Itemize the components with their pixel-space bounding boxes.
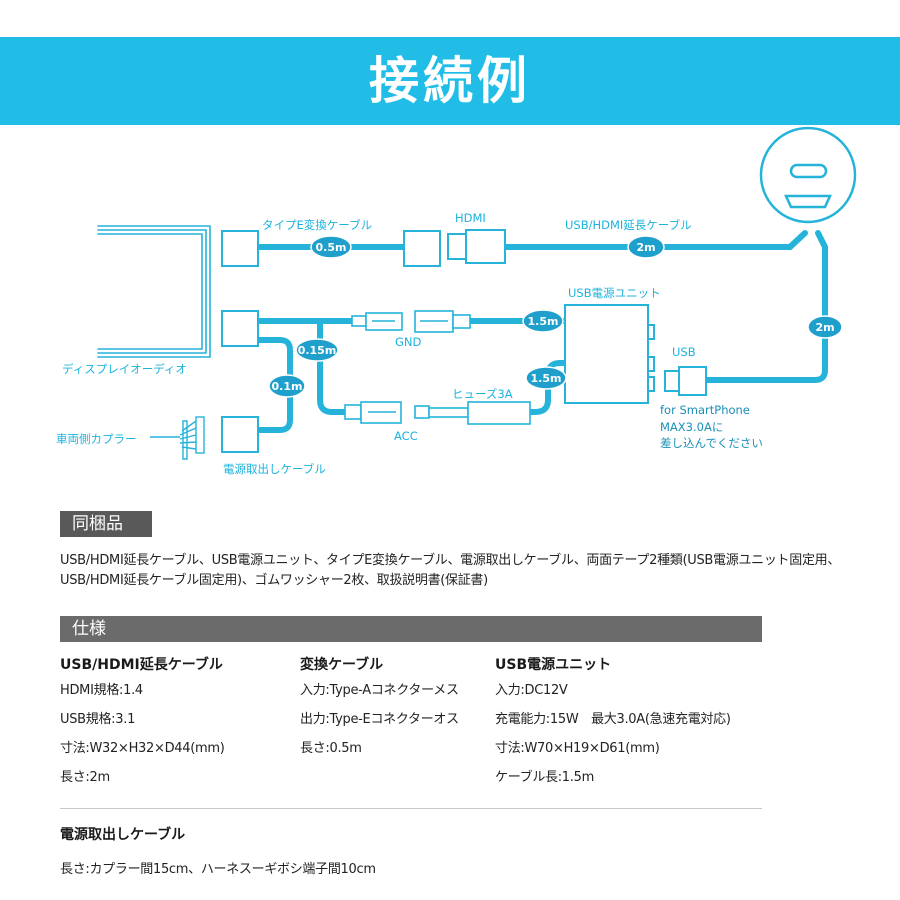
display-power-connector [221,310,259,347]
badge-usb-hdmi-vertical-text: 2m [815,321,834,334]
badge-usb-hdmi-horizontal-text: 2m [636,241,655,254]
specs-heading: 仕様 [60,616,762,642]
branch-015-line [317,318,348,415]
spec-line: USB規格:3.1 [60,712,136,727]
label-power-cable: 電源取出しケーブル [223,462,326,476]
type-e-connector-display [221,230,259,267]
fuse-holder-icon [467,401,531,425]
diagram-drawing: 0.5m 2m 2m 1.5m 1.5m 0.15m [97,126,857,460]
spec-column-title: USB電源ユニット [495,657,612,673]
label-smartphone-2: MAX3.0Aに [660,420,724,434]
display-audio-icon [97,225,211,358]
spec-line: 長さ:0.5m [300,741,362,756]
label-smartphone-3: 差し込んでください [660,436,763,450]
badge-fuse-text: 1.5m [531,372,562,385]
badge-type-e-text: 0.5m [316,241,347,254]
badge-branch-015-text: 0.15m [298,344,337,357]
gnd-connector-icon [351,310,471,333]
badge-type-e: 0.5m [310,235,352,259]
label-type-e-cable: タイプE変換ケーブル [262,218,373,232]
spec-divider [60,808,762,809]
type-e-connector-end [403,230,441,267]
spec-line: 出力:Type-Eコネクターオス [300,712,459,727]
spec-line: 寸法:W32×H32×D44(mm) [60,741,225,756]
badge-usb-hdmi-horizontal: 2m [627,235,665,259]
badge-branch-01-text: 0.1m [272,380,303,393]
label-hdmi: HDMI [455,211,486,225]
spec-line: 充電能力:15W 最大3.0A(急速充電対応) [495,712,731,727]
spec-column-conversion-cable: 変換ケーブル 入力:Type-Aコネクターメス 出力:Type-Eコネクターオス… [300,654,459,763]
badge-usb-hdmi-vertical: 2m [807,315,843,339]
spec-column-title: 変換ケーブル [300,657,384,673]
badge-gnd: 1.5m [522,309,564,333]
vehicle-coupler-icon [150,416,205,460]
title-banner [0,37,900,125]
spec-line: 入力:DC12V [495,683,568,698]
spec-line: 寸法:W70×H19×D61(mm) [495,741,660,756]
connection-diagram: 0.5m 2m 2m 1.5m 1.5m 0.15m [0,125,900,490]
spec-line: 入力:Type-Aコネクターメス [300,683,459,698]
coupler-connector [221,416,259,453]
label-usb-power-unit: USB電源ユニット [568,286,661,300]
label-display-audio: ディスプレイオーディオ [62,362,187,376]
label-fuse: ヒューズ3A [452,387,513,401]
power-cable-spec-title: 電源取出しケーブル [60,827,186,843]
label-usb: USB [672,345,696,359]
label-acc: ACC [394,429,418,443]
included-heading: 同梱品 [60,511,152,537]
usb-plug-icon [664,366,707,396]
power-cable-spec-text: 長さ:カプラー間15cm、ハーネスーギボシ端子間10cm [60,862,376,877]
included-items-text: USB/HDMI延長ケーブル、USB電源ユニット、タイプE変換ケーブル、電源取出… [60,553,841,588]
spec-column-usb-power-unit: USB電源ユニット 入力:DC12V 充電能力:15W 最大3.0A(急速充電対… [495,654,731,792]
spec-line: HDMI規格:1.4 [60,683,143,698]
spec-line: 長さ:2m [60,770,110,785]
label-smartphone-1: for SmartPhone [660,403,750,417]
spec-column-usb-hdmi: USB/HDMI延長ケーブル HDMI規格:1.4 USB規格:3.1 寸法:W… [60,654,225,792]
usb-hdmi-vertical-line [702,230,828,383]
smartphone-usb-port-icon [759,126,857,224]
badge-gnd-text: 1.5m [528,315,559,328]
badge-branch-01: 0.1m [268,374,306,398]
label-vehicle-coupler: 車両側カプラー [56,432,137,446]
badge-branch-015: 0.15m [295,338,339,362]
usb-power-unit-box [564,304,649,404]
label-usb-hdmi-cable: USB/HDMI延長ケーブル [565,218,692,232]
spec-column-title: USB/HDMI延長ケーブル [60,657,223,673]
hdmi-plug-icon [447,229,506,264]
spec-line: ケーブル長:1.5m [495,770,594,785]
acc-connector-icon [344,401,469,424]
page-title: 接続例 [369,52,531,110]
label-gnd: GND [395,335,422,349]
badge-fuse: 1.5m [525,366,567,390]
